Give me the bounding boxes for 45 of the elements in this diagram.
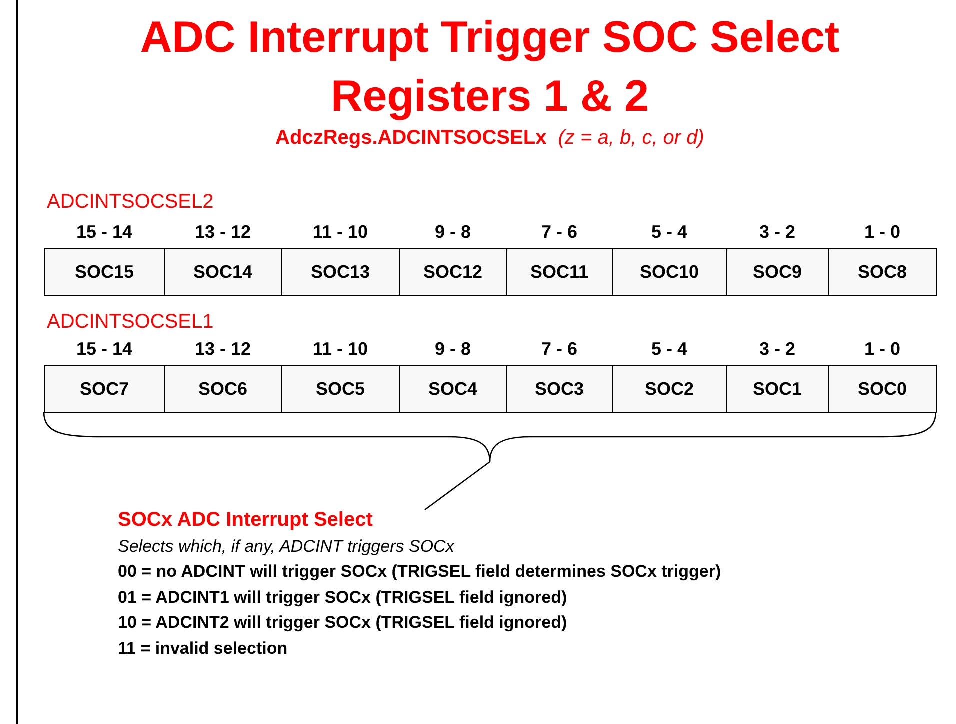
- register-field: SOC14: [164, 248, 282, 296]
- bit-range: 7 - 6: [540, 339, 579, 360]
- bit-range: 11 - 10: [312, 339, 370, 360]
- register-field: SOC9: [726, 248, 829, 296]
- register-field: SOC4: [399, 365, 507, 413]
- bit-range: 13 - 12: [194, 339, 252, 360]
- register-subtitle: AdczRegs.ADCINTSOCSELx: [276, 127, 547, 149]
- register-field: SOC5: [281, 365, 400, 413]
- bit-range: 7 - 6: [540, 222, 579, 243]
- bit-range: 9 - 8: [434, 222, 472, 243]
- register-field: SOC12: [399, 248, 507, 296]
- register-name: ADCINTSOCSEL1: [47, 311, 214, 334]
- bit-range: 9 - 8: [434, 339, 472, 360]
- field-description-heading: SOCx ADC Interrupt Select: [118, 508, 374, 533]
- register-field: SOC8: [828, 248, 937, 296]
- bit-range: 5 - 4: [650, 339, 689, 360]
- bit-range: 1 - 0: [863, 339, 902, 360]
- value-definition: 00 = no ADCINT will trigger SOCx (TRIGSEL field determines SOCx trigger): [118, 561, 722, 583]
- register-field: SOC0: [828, 365, 937, 413]
- bit-range: 11 - 10: [312, 222, 370, 243]
- register-name: ADCINTSOCSEL2: [47, 191, 214, 214]
- register-field: SOC7: [44, 365, 165, 413]
- bit-range: 1 - 0: [863, 222, 902, 243]
- register-field: SOC6: [164, 365, 282, 413]
- bit-range: 15 - 14: [75, 339, 134, 360]
- value-definition: 01 = ADCINT1 will trigger SOCx (TRIGSEL field ignored): [118, 586, 568, 609]
- bit-range: 5 - 4: [650, 222, 689, 243]
- bit-range: 3 - 2: [758, 339, 797, 360]
- register-field: SOC3: [506, 365, 613, 413]
- register-field: SOC11: [506, 248, 613, 296]
- bit-range: 3 - 2: [758, 222, 797, 243]
- bit-range: 15 - 14: [75, 222, 134, 243]
- description-text: Selects which, if any, ADCINT triggers SOCx: [118, 536, 456, 558]
- curly-brace: [44, 412, 936, 462]
- register-field: SOC1: [726, 365, 829, 413]
- register-field: SOC2: [612, 365, 727, 413]
- bit-range: 13 - 12: [194, 222, 252, 243]
- register-field: SOC10: [612, 248, 727, 296]
- value-definition: 10 = ADCINT2 will trigger SOCx (TRIGSEL field ignored): [118, 612, 568, 634]
- register-subtitle-note: (z = a, b, c, or d): [558, 127, 704, 149]
- register-field: SOC13: [281, 248, 400, 296]
- leader-line: [424, 461, 490, 511]
- value-definition: 11 = invalid selection: [118, 638, 289, 660]
- title: ADC Interrupt Trigger SOC Select Registers 1 & 2: [139, 12, 841, 123]
- register-field: SOC15: [44, 248, 165, 296]
